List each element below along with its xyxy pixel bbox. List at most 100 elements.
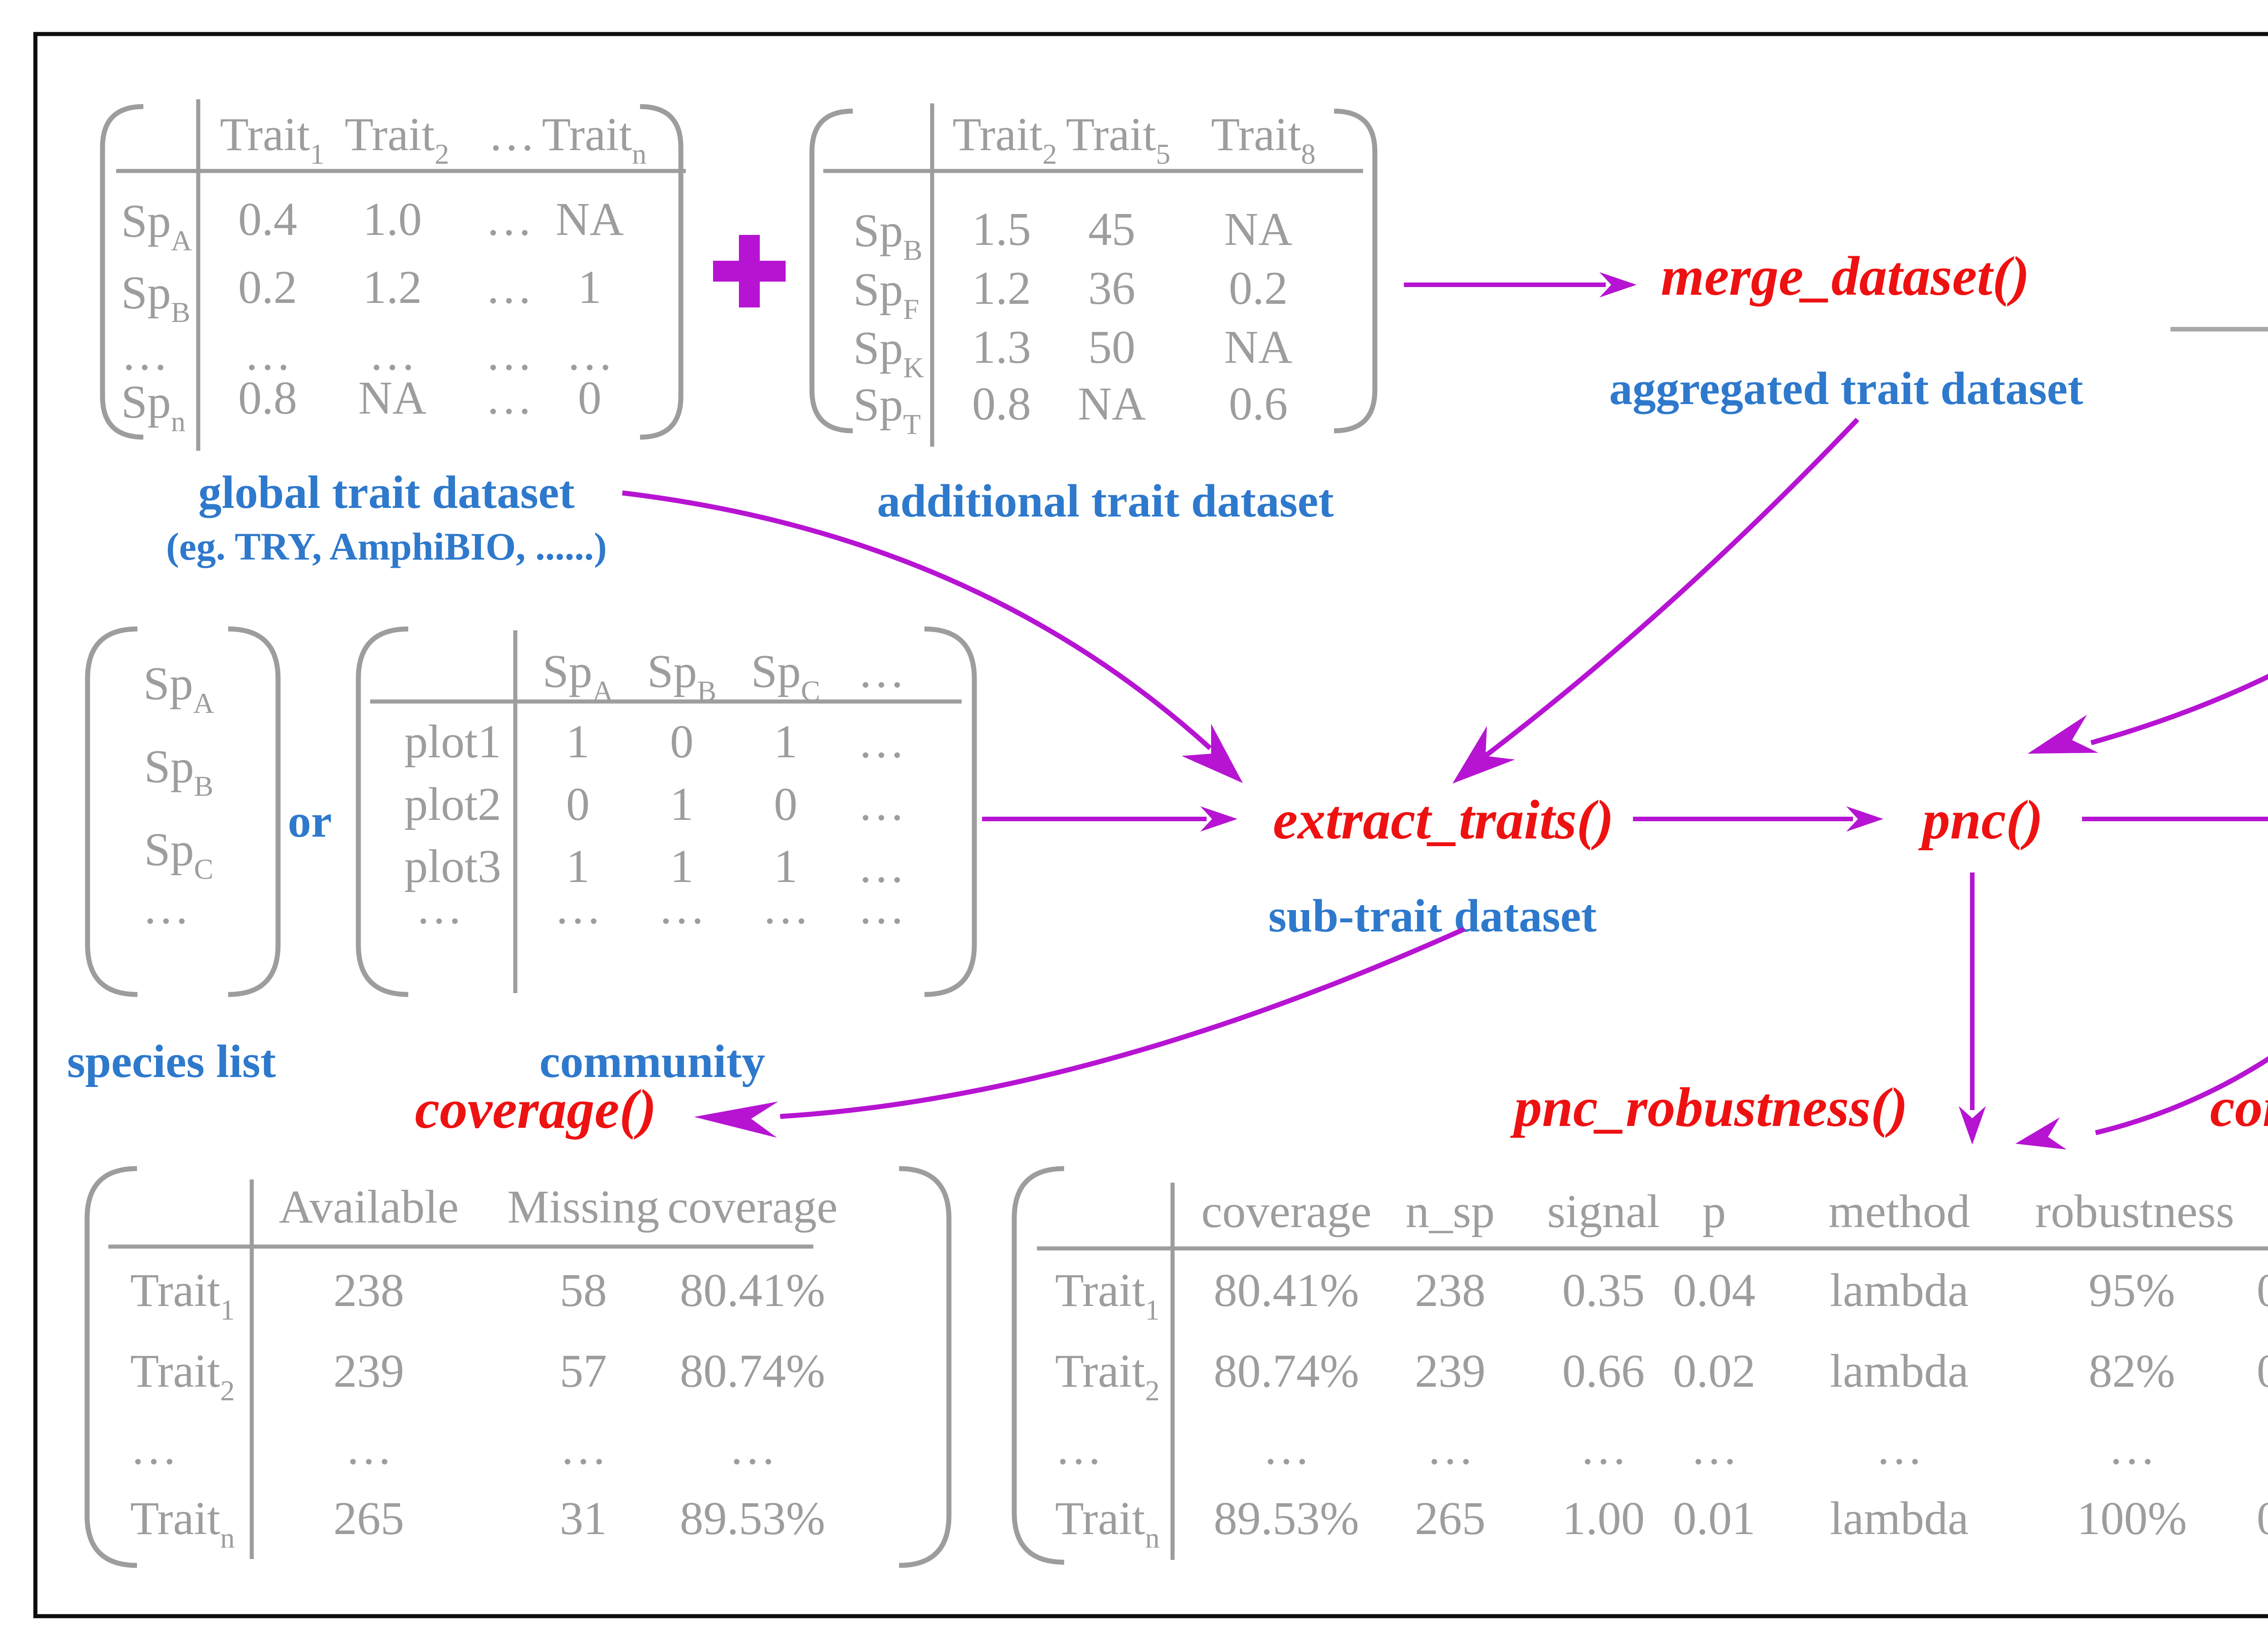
svg-text:0.8: 0.8 <box>972 378 1031 430</box>
svg-text:…: … <box>142 882 190 934</box>
svg-text:SpB: SpB <box>144 741 214 802</box>
svg-text:Available: Available <box>279 1181 459 1233</box>
svg-text:0.8: 0.8 <box>238 372 297 424</box>
svg-text:…: … <box>485 328 533 380</box>
svg-text:global trait dataset: global trait dataset <box>198 467 575 518</box>
svg-text:Traitn: Traitn <box>130 1492 235 1554</box>
svg-text:robustness: robustness <box>2035 1185 2234 1238</box>
svg-text:239: 239 <box>333 1345 404 1397</box>
svg-text:SpB: SpB <box>121 267 191 328</box>
svg-text:coverage: coverage <box>1201 1185 1371 1238</box>
svg-text:80.41%: 80.41% <box>1214 1264 1359 1316</box>
svg-text:1.5: 1.5 <box>972 203 1031 255</box>
svg-text:1: 1 <box>578 261 601 313</box>
svg-text:SpF: SpF <box>853 263 919 325</box>
svg-text:Traitn: Traitn <box>1055 1492 1159 1554</box>
svg-text:Trait1: Trait1 <box>130 1264 235 1326</box>
svg-text:…: … <box>858 716 905 768</box>
svg-text:82%: 82% <box>2089 1345 2175 1397</box>
svg-text:SpT: SpT <box>853 379 921 440</box>
svg-text:238: 238 <box>1415 1264 1486 1316</box>
svg-text:0: 0 <box>774 778 797 830</box>
svg-text:0.66: 0.66 <box>1562 1345 1645 1397</box>
svg-text:Missing: Missing <box>507 1181 659 1233</box>
svg-text:SpB: SpB <box>853 205 923 266</box>
svg-text:SpA: SpA <box>143 658 214 719</box>
svg-text:…: … <box>554 882 601 934</box>
svg-text:Traitn: Traitn <box>542 108 646 170</box>
svg-text:…: … <box>485 372 533 424</box>
svg-text:Trait8: Trait8 <box>1211 108 1315 170</box>
svg-text:…: … <box>369 328 416 380</box>
svg-text:plot2: plot2 <box>404 778 501 830</box>
svg-text:…: … <box>729 1422 776 1474</box>
svg-text:sub-trait dataset: sub-trait dataset <box>1268 890 1597 942</box>
svg-text:NA: NA <box>556 193 624 245</box>
svg-text:…: … <box>560 1422 607 1474</box>
svg-text:…: … <box>1580 1422 1627 1474</box>
svg-text:aggregated trait dataset: aggregated trait dataset <box>1609 363 2083 414</box>
svg-text:Trait2: Trait2 <box>345 108 449 170</box>
svg-text:…: … <box>1691 1422 1738 1474</box>
svg-text:merge_dataset(): merge_dataset() <box>1661 245 2030 307</box>
svg-text:50: 50 <box>1088 321 1135 373</box>
svg-text:80.74%: 80.74% <box>680 1345 826 1397</box>
svg-text:lambda: lambda <box>1830 1264 1969 1316</box>
svg-text:…: … <box>1876 1422 1923 1474</box>
svg-text:pnc(): pnc() <box>1918 789 2043 851</box>
svg-text:NA: NA <box>358 372 426 424</box>
svg-text:Spn: Spn <box>121 376 186 438</box>
svg-text:…: … <box>345 1422 392 1474</box>
svg-text:1.00: 1.00 <box>1562 1492 1645 1545</box>
svg-text:1.2: 1.2 <box>363 261 422 313</box>
svg-text:pnc_robustness(): pnc_robustness() <box>1510 1076 1908 1138</box>
svg-text:0: 0 <box>566 778 590 830</box>
svg-text:1: 1 <box>670 840 694 892</box>
svg-text:1: 1 <box>774 840 797 892</box>
svg-text:SpA: SpA <box>543 645 613 707</box>
svg-text:57: 57 <box>560 1345 607 1397</box>
svg-text:coverage: coverage <box>667 1181 837 1233</box>
svg-text:coverage(): coverage() <box>415 1078 657 1140</box>
svg-text:89.53%: 89.53% <box>680 1492 826 1545</box>
svg-text:1.2: 1.2 <box>972 262 1031 314</box>
svg-text:265: 265 <box>333 1492 404 1545</box>
svg-text:…: … <box>415 882 463 934</box>
svg-text:0.04: 0.04 <box>1673 1264 1755 1316</box>
svg-text:community: community <box>539 1036 765 1087</box>
svg-text:…: … <box>1263 1422 1310 1474</box>
svg-text:Trait1: Trait1 <box>1055 1264 1159 1326</box>
svg-text:0: 0 <box>578 372 601 424</box>
svg-text:…: … <box>121 328 168 380</box>
svg-text:0.0742: 0.0742 <box>2257 1345 2268 1397</box>
svg-text:Trait2: Trait2 <box>953 108 1057 170</box>
svg-text:…: … <box>762 882 809 934</box>
svg-text:1.3: 1.3 <box>972 321 1031 373</box>
svg-text:…: … <box>488 108 535 161</box>
svg-text:239: 239 <box>1415 1345 1486 1397</box>
svg-text:SpC: SpC <box>144 824 214 885</box>
svg-text:plot3: plot3 <box>404 840 501 892</box>
svg-text:NA: NA <box>1224 321 1292 373</box>
svg-text:…: … <box>130 1422 177 1474</box>
svg-text:Trait5: Trait5 <box>1066 108 1170 170</box>
svg-text:1: 1 <box>566 840 590 892</box>
svg-text:58: 58 <box>560 1264 607 1316</box>
svg-text:0.0096: 0.0096 <box>2257 1492 2268 1545</box>
svg-text:0.0227: 0.0227 <box>2257 1264 2268 1316</box>
svg-text:0.01: 0.01 <box>1673 1492 1755 1545</box>
svg-text:0.4: 0.4 <box>238 193 297 245</box>
svg-text:1.0: 1.0 <box>363 193 422 245</box>
svg-text:80.74%: 80.74% <box>1214 1345 1359 1397</box>
svg-text:lambda: lambda <box>1830 1492 1969 1545</box>
svg-text:Trait1: Trait1 <box>220 108 324 170</box>
svg-text:238: 238 <box>333 1264 404 1316</box>
svg-text:NA: NA <box>1078 378 1146 430</box>
svg-text:95%: 95% <box>2089 1264 2175 1316</box>
svg-text:NA: NA <box>1224 203 1292 255</box>
svg-text:plot1: plot1 <box>404 716 501 768</box>
svg-text:signal: signal <box>1547 1185 1660 1238</box>
svg-text:extract_traits(): extract_traits() <box>1273 789 1614 851</box>
svg-text:…: … <box>858 778 905 830</box>
svg-text:…: … <box>2108 1422 2156 1474</box>
